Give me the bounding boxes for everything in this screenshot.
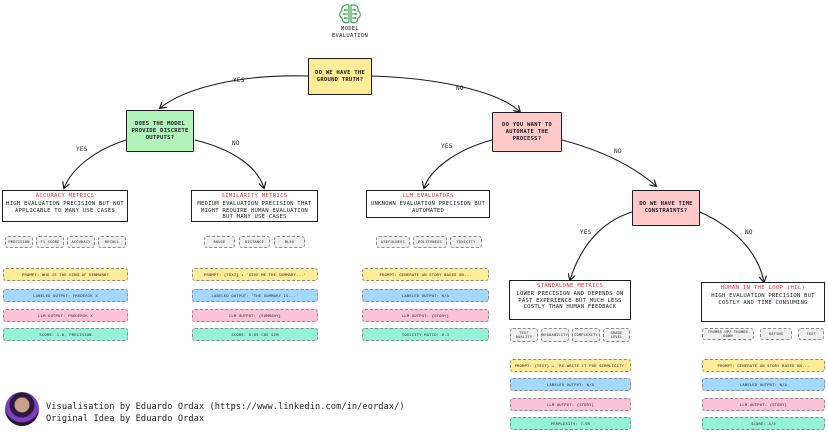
llm-evaluators-prompt: PROMPT: GENERATE AN STORY BASED ON... [362, 268, 489, 281]
edge-time-no [699, 211, 764, 282]
edge-gt-yes [160, 75, 309, 108]
llm-evaluators-labeled-output: LABELED OUTPUT: N/A [362, 289, 489, 302]
chip-accuracy: ACCURACY [67, 236, 95, 248]
chip-distance: DISTANCE [239, 236, 270, 248]
edge-time-yes [570, 211, 633, 280]
accuracy-labeled-output: LABELED OUTPUT: FREDERIK X [3, 289, 128, 302]
author-avatar [5, 392, 39, 426]
chip-usefulness: USEFULNESS [376, 236, 410, 248]
header-title-line1: MODEL [340, 26, 360, 32]
standalone-score: PERPLEXITY: 7.95 [510, 417, 631, 430]
chip-toxicity: TOXICITY [450, 236, 482, 248]
accuracy-prompt: PROMPT: WHO IS THE KING OF DENMARK? [3, 268, 128, 281]
chip-rouge: ROUGE [204, 236, 235, 248]
chip-grade-level: GRADE LEVEL [603, 328, 630, 342]
label-no-ground-truth: NO [456, 85, 464, 92]
standalone-description: LOWER PRECISION AND DEPENDS ON PAST EXPE… [516, 291, 624, 311]
accuracy-llm-output: LLM OUTPUT: FREDERIK X [3, 309, 128, 322]
edge-automate-no [561, 139, 656, 186]
hitl-llm-output: LLM OUTPUT: {STORY} [702, 398, 825, 411]
question-ground-truth: DO WE HAVE THE GROUND TRUTH? [308, 58, 372, 95]
chip-text-quality: TEXT QUALITY [510, 328, 538, 342]
standalone-prompt: PROMPT: {TEXT} + 'RE-WRITE IT FOR SIMPLI… [510, 359, 631, 372]
accuracy-description: HIGH EVALUATION PRECISION BUT NOT APPLIC… [6, 201, 124, 214]
question-discrete-outputs: DOES THE MODEL PROVIDE DISCRETE OUTPUTS? [126, 110, 194, 152]
hitl-score: SCORE: 4/5 [702, 417, 825, 430]
header-title-line2: EVALUATION [331, 32, 369, 39]
label-yes-automate: YES [441, 143, 453, 150]
chip-readability: READABILITY [541, 328, 569, 342]
chip-precision: PRECISION [5, 236, 33, 248]
llm-evaluators-description: UNKNOWN EVALUATION PRECISION BUT AUTOMAT… [370, 201, 486, 214]
hitl-title: HUMAN IN THE LOOP (HIL) [720, 285, 806, 291]
hitl-labeled-output: LABELED OUTPUT: N/A [702, 378, 825, 391]
similarity-llm-output: LLM OUTPUT: {SUMMARY} [192, 309, 318, 322]
hitl-description: HIGH EVALUATION PRECISION BUT COSTLY AND… [711, 293, 815, 306]
chip-politeness: POLITENESS [413, 236, 447, 248]
chip-thumbs-up-down: THUMBS UP/ THUMBS DOWN [702, 328, 754, 340]
credit-original-idea: Original Idea by Eduardo Ordax [46, 414, 205, 424]
chip-text: TEXT [798, 328, 824, 340]
accuracy-title: ACCURACY METRICS [35, 193, 95, 199]
chip-f1-score: F1 SCORE [36, 236, 64, 248]
label-no-automate: NO [614, 148, 622, 155]
label-no-discrete: NO [232, 140, 240, 147]
card-similarity-metrics: SIMILARITY METRICS MEDIUM EVALUATION PRE… [191, 190, 318, 222]
similarity-description: MEDIUM EVALUATION PRECISION THAT MIGHT R… [197, 201, 312, 221]
card-llm-evaluators: LLM EVALUATORS UNKNOWN EVALUATION PRECIS… [366, 190, 490, 218]
chip-rating: RATING [760, 328, 792, 340]
edge-discrete-no [194, 139, 264, 188]
chip-recall: RECALL [98, 236, 126, 248]
label-no-time: NO [745, 229, 753, 236]
chip-bleu: BLEU [274, 236, 305, 248]
standalone-llm-output: LLM OUTPUT: {STORY} [510, 398, 631, 411]
brain-circuit-icon [339, 4, 361, 24]
card-standalone-metrics: STANDALONE METRICS LOWER PRECISION AND D… [509, 280, 631, 320]
edge-automate-yes [424, 139, 493, 188]
accuracy-score: SCORE: 1.0, PRECISION [3, 328, 128, 341]
standalone-labeled-output: LABELED OUTPUT: N/A [510, 378, 631, 391]
standalone-title: STANDALONE METRICS [536, 283, 604, 289]
similarity-labeled-output: LABELED OUTPUT: 'THE SUMMARY IS...' [192, 289, 318, 302]
llm-evaluators-score: TOXICITY RATIO: 0.3 [362, 328, 489, 341]
similarity-title: SIMILARITY METRICS [221, 193, 288, 199]
chip-complexity: COMPLEXITY [572, 328, 600, 342]
label-yes-ground-truth: YES [233, 77, 245, 84]
similarity-score: SCORE: 0.65 COS SIM [192, 328, 318, 341]
llm-evaluators-llm-output: LLM OUTPUT: {STORY} [362, 309, 489, 322]
hitl-prompt: PROMPT: GENERATE AN STORY BASED ON... [702, 359, 825, 372]
card-accuracy-metrics: ACCURACY METRICS HIGH EVALUATION PRECISI… [2, 190, 128, 222]
question-automate: DO YOU WANT TO AUTOMATE THE PROCESS? [492, 112, 562, 152]
edge-discrete-yes [64, 139, 127, 188]
label-yes-discrete: YES [76, 146, 88, 153]
credit-visualisation: Visualisation by Eduardo Ordax (https://… [46, 402, 405, 412]
llm-evaluators-title: LLM EVALUATORS [402, 193, 454, 199]
card-human-in-the-loop: HUMAN IN THE LOOP (HIL) HIGH EVALUATION … [701, 282, 825, 322]
edge-gt-no [370, 75, 520, 112]
similarity-prompt: PROMPT: {TEXT} + 'GIVE ME THE SUMMARY...… [192, 268, 318, 281]
diagram-header: MODEL EVALUATION [300, 0, 400, 39]
label-yes-time: YES [580, 229, 592, 236]
question-time-constraints: DO WE HAVE TIME CONSTRAINTS? [632, 190, 700, 226]
